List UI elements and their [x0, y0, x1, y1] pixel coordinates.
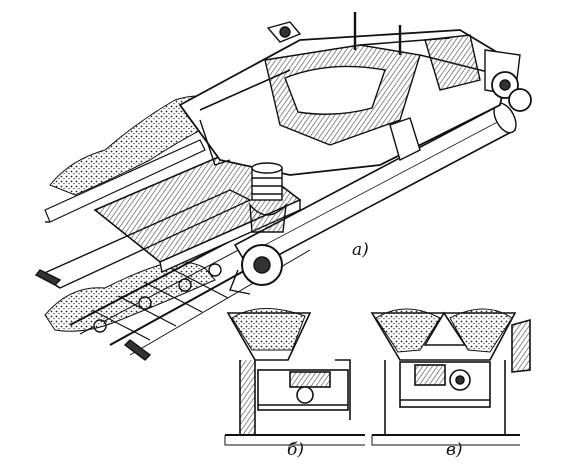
- view-a-isometric: [34, 12, 532, 361]
- view-c-coal-right: [449, 308, 513, 353]
- front-drive-wheel: [229, 244, 283, 295]
- view-c-section: [370, 308, 531, 446]
- rear-wheels: [491, 71, 532, 112]
- view-a-label: a): [352, 240, 369, 260]
- view-b-label: б): [287, 440, 305, 460]
- motor-unit: [249, 162, 287, 233]
- view-b-coal: [231, 307, 306, 351]
- view-b-section: [224, 307, 365, 446]
- view-c-label: в): [446, 440, 463, 460]
- machine-frame: [178, 12, 521, 176]
- view-c-coal-left: [375, 308, 441, 353]
- coal-pile-lower: [44, 261, 216, 332]
